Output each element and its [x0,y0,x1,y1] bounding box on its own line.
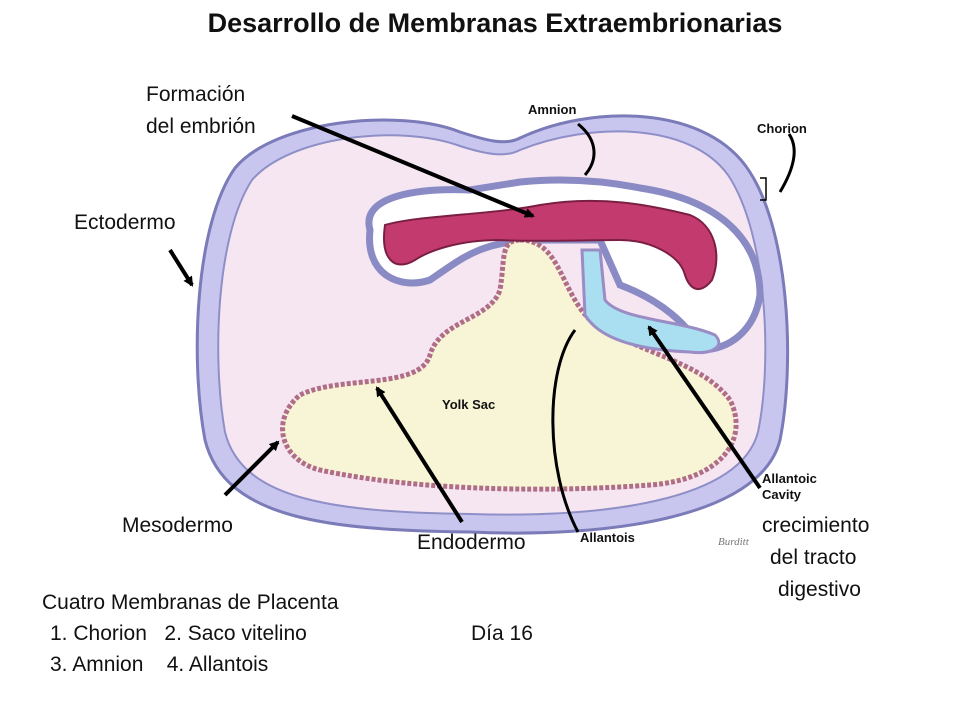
yolk-sac [280,237,739,492]
amnion-leader [577,122,596,176]
formacion-label-line1: Formación [146,83,246,106]
caption-day: Día 16 [471,622,533,645]
allantoic-cavity-label-line2: Cavity [762,487,802,502]
allantois [580,248,721,355]
ectodermo-arrow [168,248,194,287]
yolk-sac-label: Yolk Sac [442,397,496,412]
crecimiento-arrow [647,325,762,490]
amnion-label: Amnion [528,102,577,117]
crecimiento-label-line3: digestivo [778,578,861,601]
page-title: Desarrollo de Membranas Extraembrionaria… [207,8,783,38]
endodermo-label: Endodermo [417,531,526,554]
mesodermo-arrow [223,440,280,497]
artist-signature: Burditt [718,536,749,548]
chorion-label: Chorion [757,121,807,136]
caption-line1: 1. Chorion 2. Saco vitelino [50,622,307,645]
allantois-label: Allantois [580,530,635,545]
caption-heading: Cuatro Membranas de Placenta [42,591,339,614]
formacion-arrow [291,114,535,218]
chorion-leader [778,133,796,193]
mesodermo-label: Mesodermo [122,514,233,537]
allantoic-cavity-label-line1: Allantoic [762,471,817,486]
crecimiento-label-line2: del tracto [770,546,857,569]
endodermo-arrow [375,386,464,524]
chorion-bracket [760,177,767,201]
caption-line2: 3. Amnion 4. Allantois [50,653,269,676]
crecimiento-label-line1: crecimiento [762,514,870,537]
formacion-label-line2: del embrión [146,115,256,138]
ectodermo-label: Ectodermo [74,211,176,234]
embryonic-disc [383,199,718,290]
allantois-leader [551,329,580,533]
